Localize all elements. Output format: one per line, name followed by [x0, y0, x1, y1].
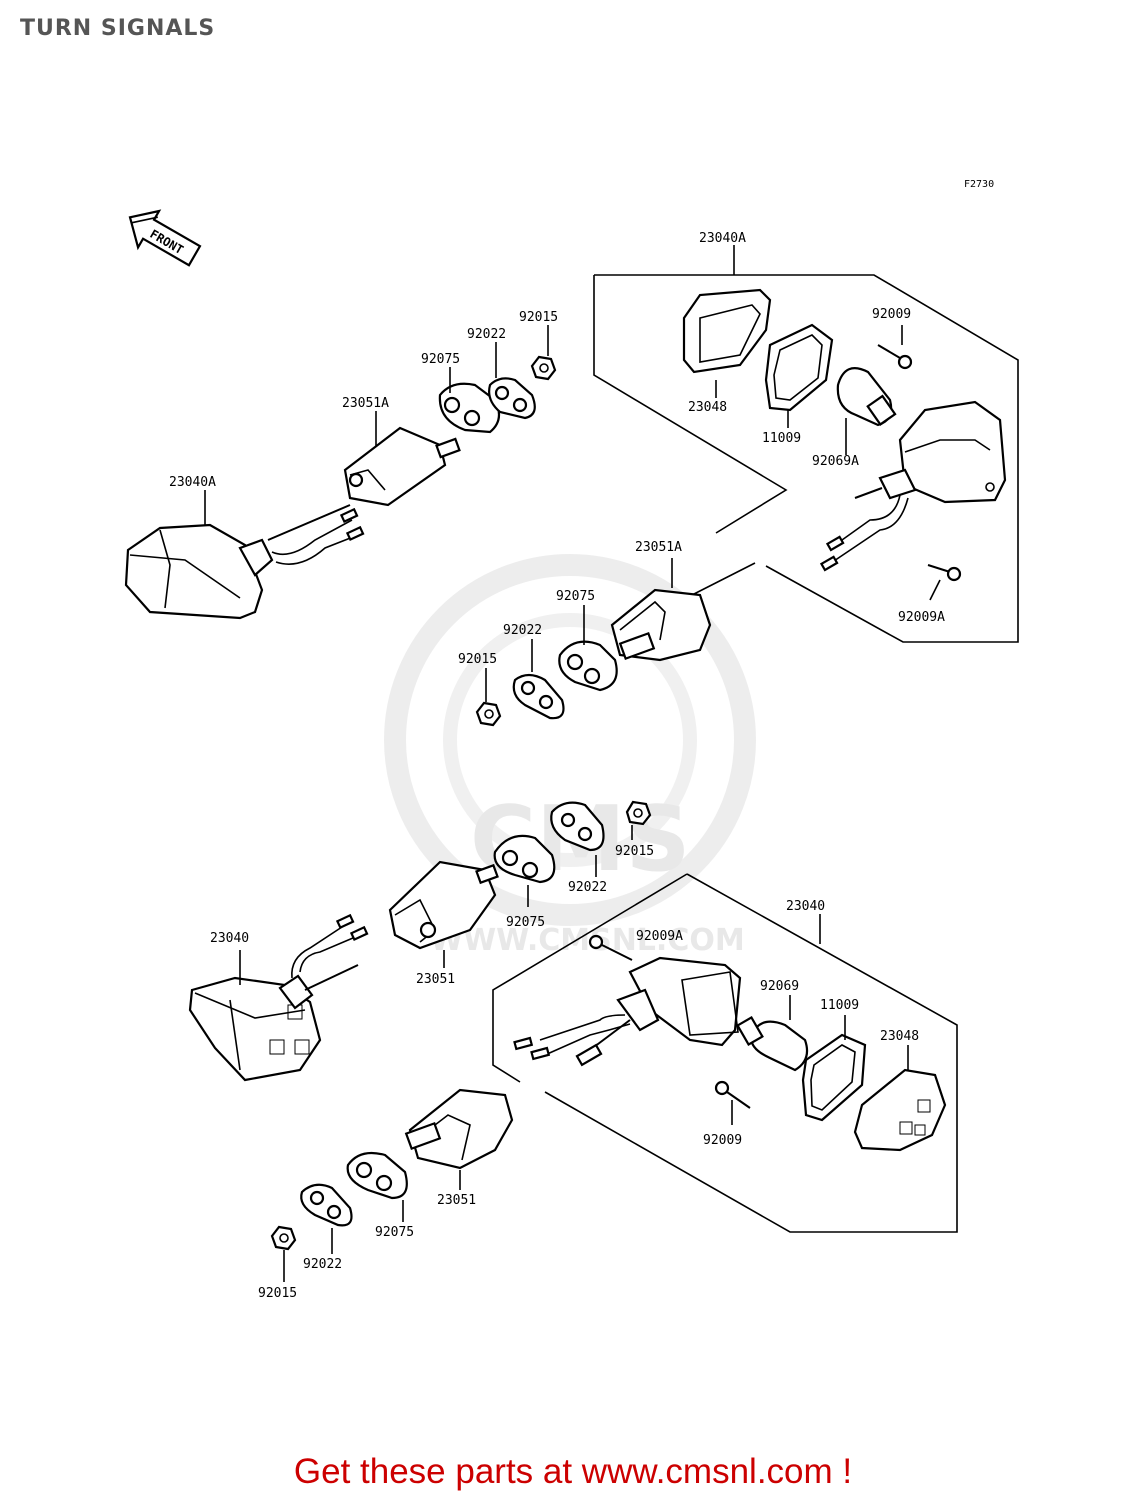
mount-stack-bottom: 23051 92075 92022 92015: [258, 1088, 514, 1301]
screw-92009: [877, 344, 913, 370]
grommet-23051: [408, 1088, 514, 1170]
housing-23040A: [124, 523, 264, 620]
gasket-11009: [764, 323, 834, 412]
callout: 92015: [458, 652, 497, 667]
callout: 23040: [786, 899, 825, 914]
rubber-92075: [346, 1151, 408, 1200]
callout: 92022: [503, 623, 542, 638]
assembly-bottom-left: 92015 92022 92075 23040 23051: [188, 800, 654, 1082]
group-bracket: [594, 274, 1019, 643]
nut-92015: [625, 800, 652, 826]
callout: 23051: [437, 1193, 476, 1208]
grommet-23051A: [343, 426, 447, 507]
callout: 23048: [688, 400, 727, 415]
callout: 92075: [556, 589, 595, 604]
page-title: TURN SIGNALS: [20, 16, 216, 41]
assembly-top-right: 23040A 92009 23048 11009 92069A 92009A: [593, 231, 1019, 643]
nut-92015: [475, 701, 502, 727]
screw-92009A: [927, 564, 962, 601]
housing-23040A: [819, 400, 1007, 572]
callout: 23040A: [699, 231, 746, 246]
housing-23040: [188, 976, 322, 1082]
callout: 23040A: [169, 475, 216, 490]
rubber-92075: [438, 382, 501, 434]
figure-code: F2730: [964, 179, 995, 190]
callout: 92022: [568, 880, 607, 895]
lens-23048: [682, 288, 772, 374]
nut-92015: [530, 355, 557, 381]
callout: 92015: [519, 310, 558, 325]
assembly-bottom-right: 23040 92009A 92069 11009 23048 92009: [492, 873, 958, 1233]
callout: 23051A: [342, 396, 389, 411]
front-arrow-icon: FRONT: [128, 209, 202, 267]
bulb-92069A: [836, 367, 897, 427]
rubber-92075: [493, 834, 556, 884]
grommet-23051: [388, 860, 497, 950]
washer-92022: [300, 1183, 353, 1227]
lens-23048: [853, 1068, 947, 1152]
cta-banner[interactable]: Get these parts at www.cmsnl.com !: [293, 1452, 853, 1491]
bulb-92069: [736, 1015, 809, 1072]
nut-92015: [270, 1225, 297, 1251]
callout: 92075: [375, 1225, 414, 1240]
screw-92009: [714, 1080, 751, 1109]
callout: 92069A: [812, 454, 859, 469]
callout: 92015: [615, 844, 654, 859]
callout: 92022: [467, 327, 506, 342]
callout: 92075: [506, 915, 545, 930]
callout: 92069: [760, 979, 799, 994]
callout: 92009: [703, 1133, 742, 1148]
callout: 11009: [762, 431, 801, 446]
callout: 92009A: [898, 610, 945, 625]
gasket-11009: [801, 1033, 867, 1122]
callout: 92022: [303, 1257, 342, 1272]
callout: 23051: [416, 972, 455, 987]
group-bracket: [544, 873, 958, 1233]
group-bracket-left: [593, 275, 788, 534]
rubber-92075: [558, 640, 618, 692]
callout: 23051A: [635, 540, 682, 555]
callout: 92009: [872, 307, 911, 322]
callout: 92075: [421, 352, 460, 367]
callout: 11009: [820, 998, 859, 1013]
callout: 23048: [880, 1029, 919, 1044]
watermark-text: WWW.CMSNL.COM: [430, 923, 745, 958]
callout: 92015: [258, 1286, 297, 1301]
assembly-top-left: 92015 92022 92075 23051A 23040A: [124, 310, 558, 620]
callout: 92009A: [636, 929, 683, 944]
watermark: CMS WWW.CMSNL.COM: [384, 554, 756, 958]
screw-92009A: [588, 934, 633, 961]
washer-92022: [512, 673, 565, 720]
mount-stack-middle: 23051A 92075 92022 92015: [458, 540, 756, 727]
callout: 23040: [210, 931, 249, 946]
